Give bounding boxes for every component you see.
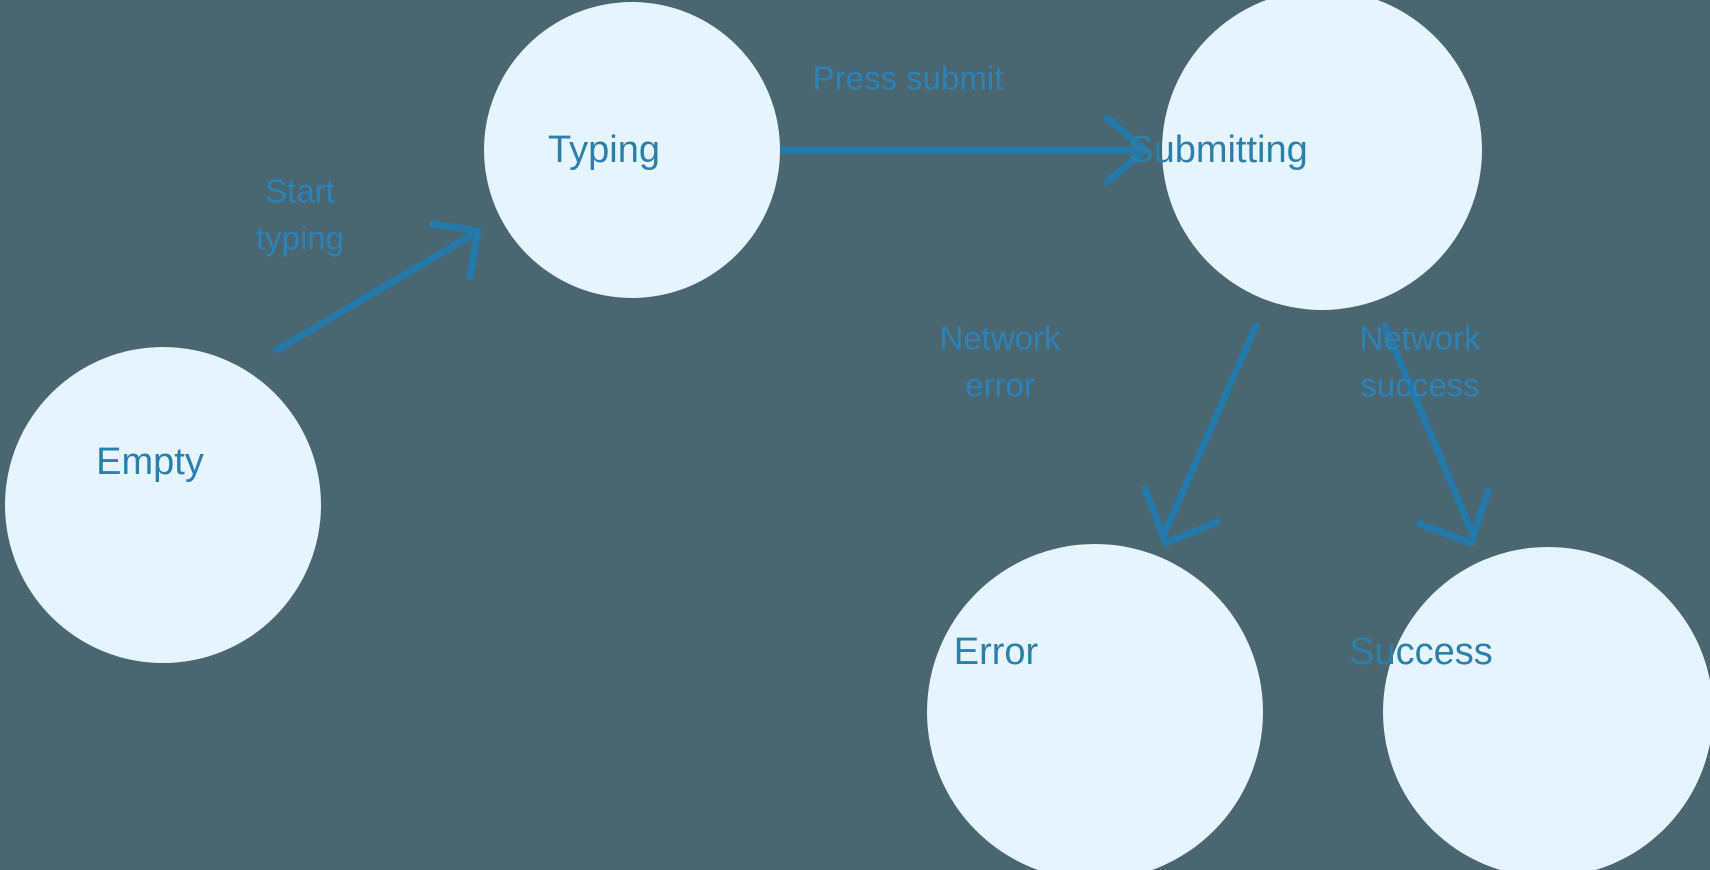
state-node-submitting[interactable]: Submitting xyxy=(1128,0,1482,310)
transition-network-success[interactable]: Network success xyxy=(1359,320,1492,547)
state-node-submitting-circle xyxy=(1162,0,1482,310)
state-node-error-circle xyxy=(927,544,1263,870)
transition-start-typing-label-line2: typing xyxy=(256,220,344,257)
state-node-typing-label: Typing xyxy=(548,129,660,171)
transition-network-error-label-line1: Network xyxy=(939,320,1061,357)
transition-network-success-label-line2: success xyxy=(1360,367,1479,404)
transition-start-typing[interactable]: Start typing xyxy=(256,173,482,354)
transition-network-error-label-line2: error xyxy=(965,367,1035,404)
state-node-empty-label: Empty xyxy=(96,441,204,483)
state-node-error-label: Error xyxy=(954,631,1039,673)
transition-press-submit[interactable]: Press submit xyxy=(766,60,1149,186)
state-node-success-circle xyxy=(1383,547,1710,870)
state-node-empty[interactable]: Empty xyxy=(5,347,321,663)
state-node-success[interactable]: Success xyxy=(1349,547,1710,870)
state-node-typing-circle xyxy=(484,2,780,298)
state-node-error[interactable]: Error xyxy=(927,544,1263,870)
state-node-submitting-label: Submitting xyxy=(1128,129,1308,171)
transition-network-error[interactable]: Network error xyxy=(939,320,1260,547)
transition-network-error-arrowhead xyxy=(1141,485,1221,547)
transition-start-typing-line xyxy=(273,232,474,354)
transition-network-success-label-line1: Network xyxy=(1359,320,1481,357)
transition-network-success-line xyxy=(1381,322,1478,541)
state-node-success-label: Success xyxy=(1349,631,1493,673)
transition-network-error-line xyxy=(1159,322,1260,541)
state-node-typing[interactable]: Typing xyxy=(484,2,780,298)
state-node-empty-circle xyxy=(5,347,321,663)
transition-start-typing-arrowhead xyxy=(428,220,482,281)
transition-press-submit-arrowhead xyxy=(1103,114,1149,186)
transition-press-submit-label: Press submit xyxy=(813,60,1004,97)
transition-start-typing-label-line1: Start xyxy=(265,173,335,210)
transition-network-success-arrowhead xyxy=(1416,487,1492,547)
